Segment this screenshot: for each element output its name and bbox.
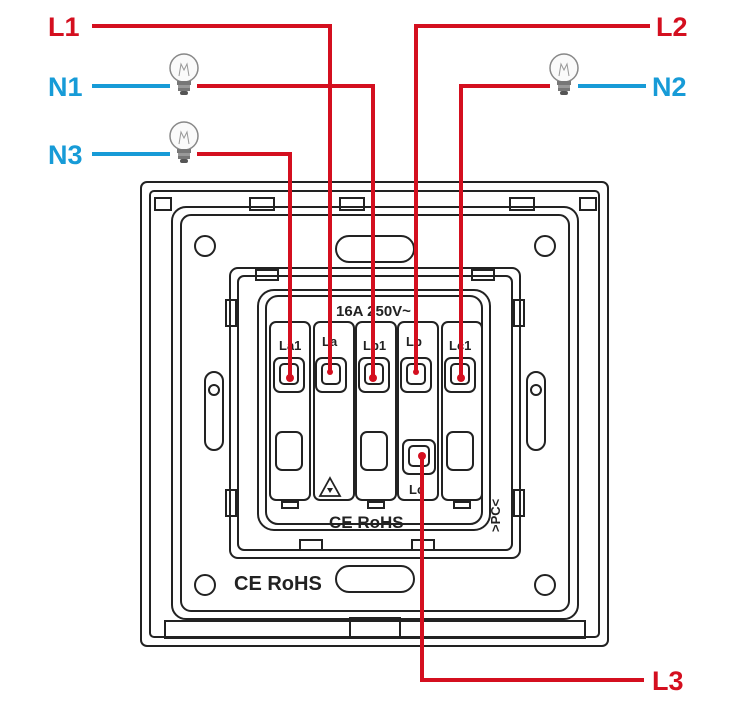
light-bulb-icon [169, 121, 199, 164]
label-l3: L3 [652, 666, 684, 696]
label-l2: L2 [656, 12, 688, 42]
ce-rohs-mark-frame: CE RoHS [234, 573, 322, 595]
terminal-dots [286, 369, 465, 460]
label-n3: N3 [48, 140, 83, 170]
label-n1: N1 [48, 72, 83, 102]
recycle-icon [318, 476, 342, 497]
terminal-label-lb: Lb [406, 334, 422, 349]
ce-rohs-mark-module: CE RoHS [329, 513, 404, 532]
screw-hole [534, 574, 556, 596]
label-l1: L1 [48, 12, 80, 42]
wire-l3 [420, 456, 644, 682]
screw-hole [534, 235, 556, 257]
label-n2: N2 [652, 72, 687, 102]
neutral-wires [92, 84, 646, 156]
wire-l1 [92, 24, 332, 372]
wire-n3-lamp [197, 152, 292, 378]
mounting-slot [204, 371, 224, 451]
mounting-slot [526, 371, 546, 451]
wire-n1-lamp [197, 84, 375, 378]
screw-hole [194, 574, 216, 596]
wire-n2-lamp [459, 84, 550, 378]
light-bulb-icon [169, 53, 199, 96]
mounting-slot [335, 565, 415, 593]
live-wires [92, 24, 650, 682]
screw-hole [194, 235, 216, 257]
wire-l2 [414, 24, 650, 372]
light-bulb-icon [549, 53, 579, 96]
pc-mark: >PC< [488, 498, 503, 532]
